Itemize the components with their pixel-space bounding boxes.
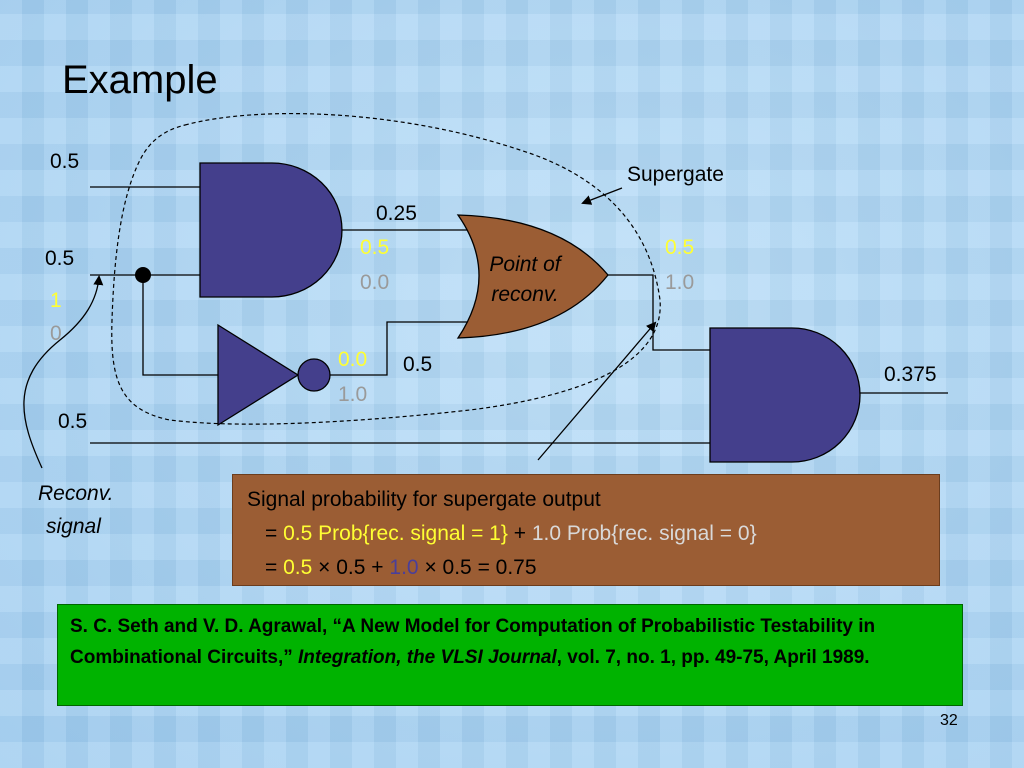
point-of-reconv-label: Point of reconv. <box>470 250 580 310</box>
input-bottom-value: 0.5 <box>58 410 88 433</box>
formula-term-2: Prob{rec. signal = 0} <box>566 522 757 545</box>
formula-term-1: Prob{rec. signal = 1} <box>318 522 508 545</box>
or-input-top-case0: 0.0 <box>360 271 390 294</box>
wire-branch-to-inverter <box>142 275 218 376</box>
inverter-output-case0: 1.0 <box>338 383 368 406</box>
formula-value-1: 0.5 <box>283 522 313 545</box>
supergate-boundary <box>111 112 661 425</box>
reference-journal: Integration, the VLSI Journal <box>298 647 557 668</box>
or-gate <box>456 214 609 339</box>
formula-plus: + <box>513 522 526 545</box>
or-output-case0: 1.0 <box>665 271 695 294</box>
reference-authors: S. C. Seth and V. D. Agrawal, “A New Mod… <box>70 616 876 668</box>
formula-line-3: = 0.5 × 0.5 + 1.0 × 0.5 = 0.75 <box>247 551 939 585</box>
wire-or-to-and2 <box>605 274 712 351</box>
formula-box: Signal probability for supergate output … <box>232 474 940 586</box>
reconv-signal-label-line1: Reconv. <box>38 482 114 505</box>
inverter-triangle <box>217 323 300 427</box>
formula-line-1: Signal probability for supergate output <box>247 488 601 511</box>
formula-eq-1: = <box>265 522 278 545</box>
and-gate-1 <box>199 162 343 298</box>
fanout-dot <box>135 267 151 283</box>
point-of-reconv-line1: Point of <box>489 253 561 276</box>
or-input-top-case1: 0.5 <box>360 236 390 259</box>
formula-result-end: × 0.5 = 0.75 <box>424 556 537 579</box>
supergate-arrow <box>581 187 623 205</box>
input-top-value: 0.5 <box>50 150 80 173</box>
reconv-point-arrow <box>537 321 657 461</box>
formula-result-value-1: 0.5 <box>283 556 313 579</box>
and1-output-value: 0.25 <box>376 202 417 225</box>
inverter-output-case1: 0.0 <box>338 348 368 371</box>
reconv-one-value: 1 <box>50 289 62 312</box>
supergate-label: Supergate <box>627 163 724 186</box>
formula-value-2: 1.0 <box>531 522 562 545</box>
formula-result-value-2: 1.0 <box>389 556 419 579</box>
inverter-bubble <box>297 358 331 392</box>
or-input-bottom-value: 0.5 <box>403 353 433 376</box>
formula-result-mid: × 0.5 + <box>318 556 384 579</box>
and-gate-2 <box>709 327 861 463</box>
final-output-value: 0.375 <box>884 363 937 386</box>
input-middle-value: 0.5 <box>45 247 75 270</box>
wire-inverter-to-or <box>330 321 478 376</box>
formula-line-2: = 0.5 Prob{rec. signal = 1} + 1.0 Prob{r… <box>247 517 939 551</box>
formula-eq-2: = <box>265 556 278 579</box>
reference-box: S. C. Seth and V. D. Agrawal, “A New Mod… <box>57 604 963 706</box>
reconv-signal-arrow <box>23 275 104 469</box>
reference-details: , vol. 7, no. 1, pp. 49-75, April 1989. <box>556 647 870 668</box>
or-output-case1: 0.5 <box>665 236 695 259</box>
slide-title: Example <box>62 58 218 102</box>
reconv-zero-value: 0 <box>50 322 62 345</box>
point-of-reconv-line2: reconv. <box>491 283 559 306</box>
reconv-signal-label-line2: signal <box>46 515 101 538</box>
page-number: 32 <box>940 712 958 729</box>
